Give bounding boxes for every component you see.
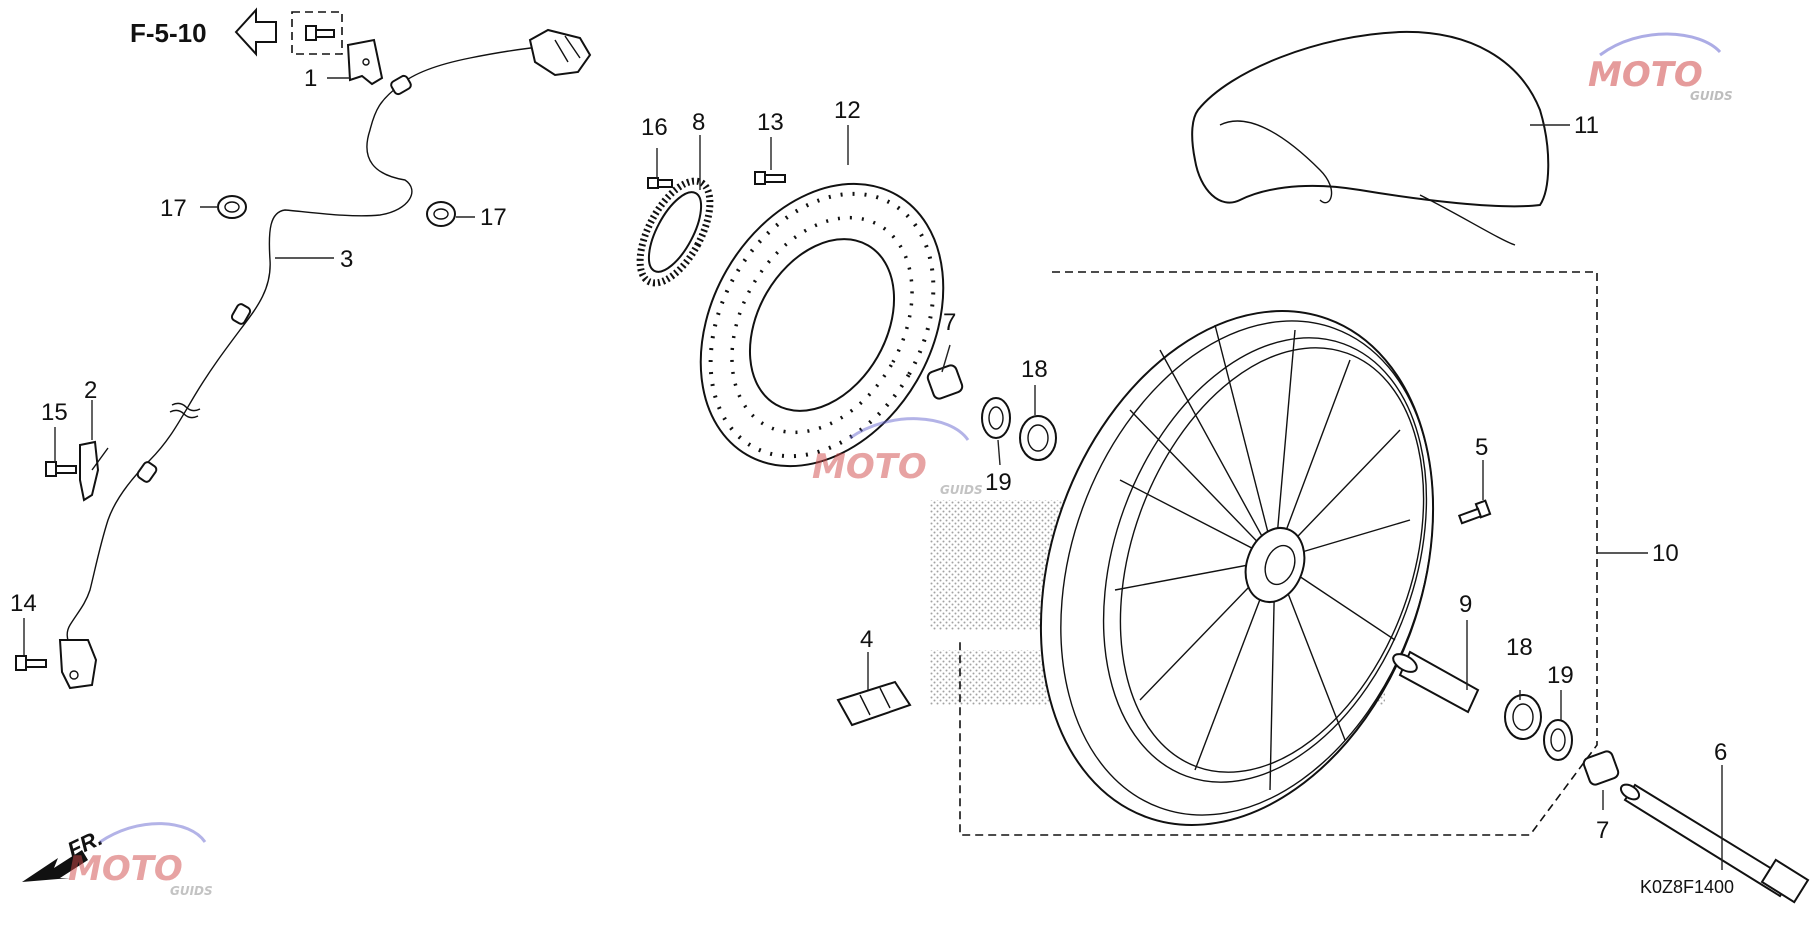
wheel-assembly-box <box>959 271 1598 836</box>
watermark-text-center: MOTO <box>812 447 927 487</box>
callout-13: 13 <box>757 109 784 136</box>
watermark-subtext-center: GUIDS <box>940 483 983 497</box>
callout-5: 5 <box>1475 434 1488 461</box>
watermark-bottom-left: MOTO GUIDS <box>68 822 213 898</box>
callout-9: 9 <box>1459 591 1472 618</box>
brake-disc-part-12 <box>699 182 945 468</box>
bolt-part-5 <box>1457 499 1492 525</box>
callout-14: 14 <box>10 590 37 617</box>
watermark-text-bottom: MOTO <box>68 849 183 889</box>
dust-seal-part-19-bottom <box>1543 719 1573 761</box>
reference-bolt-icon <box>305 25 335 41</box>
bolt-part-13 <box>754 171 786 185</box>
callout-17b: 17 <box>480 204 507 231</box>
dust-seal-part-19-top <box>981 397 1011 439</box>
collar-part-7-bottom <box>1582 750 1620 786</box>
bracket-part-2 <box>79 440 109 502</box>
callout-18b: 18 <box>1506 634 1533 661</box>
reference-label: F-5-10 <box>130 18 207 48</box>
front-arrow-icon <box>22 850 88 882</box>
distance-collar-part-9 <box>1392 650 1480 714</box>
clamp-part-17-right <box>426 201 456 227</box>
callout-19a: 19 <box>985 469 1012 496</box>
callout-11: 11 <box>1574 112 1599 139</box>
wheel-part-10 <box>1039 310 1435 826</box>
bearing-part-18-bottom <box>1504 694 1542 740</box>
bolt-part-14 <box>15 655 47 671</box>
callout-16: 16 <box>641 114 668 141</box>
callout-15: 15 <box>41 399 68 426</box>
watermark-subtext-bottom: GUIDS <box>170 884 213 898</box>
diagram-code: K0Z8F1400 <box>1640 877 1734 897</box>
harness-break-mark <box>169 402 201 419</box>
callout-4: 4 <box>860 626 873 653</box>
reference-arrow-icon <box>234 7 277 57</box>
bolt-part-16 <box>647 177 673 189</box>
callout-8: 8 <box>692 109 705 136</box>
watermark-top-right: MOTO GUIDS <box>1588 32 1733 103</box>
tire-part-11 <box>1191 30 1550 246</box>
watermark-text: MOTO <box>1588 55 1703 95</box>
watermark-subtext: GUIDS <box>1690 89 1733 103</box>
pulser-ring-part-8 <box>636 177 714 287</box>
callout-2: 2 <box>84 377 97 404</box>
callouts: 1 2 3 4 5 6 7 7 8 9 10 11 12 13 14 15 16… <box>10 65 1727 844</box>
collar-part-7-top <box>926 364 964 400</box>
callout-18a: 18 <box>1021 356 1048 383</box>
callout-7a: 7 <box>943 309 956 336</box>
bracket-part-1 <box>346 38 384 86</box>
callout-7b: 7 <box>1596 817 1609 844</box>
reference-bolt-box <box>291 11 343 55</box>
callout-17a: 17 <box>160 195 187 222</box>
harness-grommet-3 <box>136 461 158 483</box>
wheel-speed-sensor-harness <box>58 28 592 690</box>
watermark-center: MOTO GUIDS <box>812 417 983 497</box>
callout-12: 12 <box>834 97 861 124</box>
axle-part-6 <box>1619 783 1810 904</box>
callout-3: 3 <box>340 246 353 273</box>
balance-weight-part-4 <box>836 680 912 727</box>
callout-6: 6 <box>1714 739 1727 766</box>
harness-connector <box>528 28 592 77</box>
bearing-part-18-top <box>1019 415 1057 461</box>
callout-1: 1 <box>304 65 317 92</box>
leader-lines <box>23 77 1723 870</box>
clamp-part-17-left <box>217 195 247 219</box>
callout-19b: 19 <box>1547 662 1574 689</box>
wheel-speed-sensor <box>58 639 98 690</box>
harness-grommet-2 <box>230 303 252 325</box>
bolt-part-15 <box>45 461 77 477</box>
callout-10: 10 <box>1652 540 1679 567</box>
harness-grommet-1 <box>390 74 412 96</box>
reference-group: F-5-10 <box>130 7 343 57</box>
